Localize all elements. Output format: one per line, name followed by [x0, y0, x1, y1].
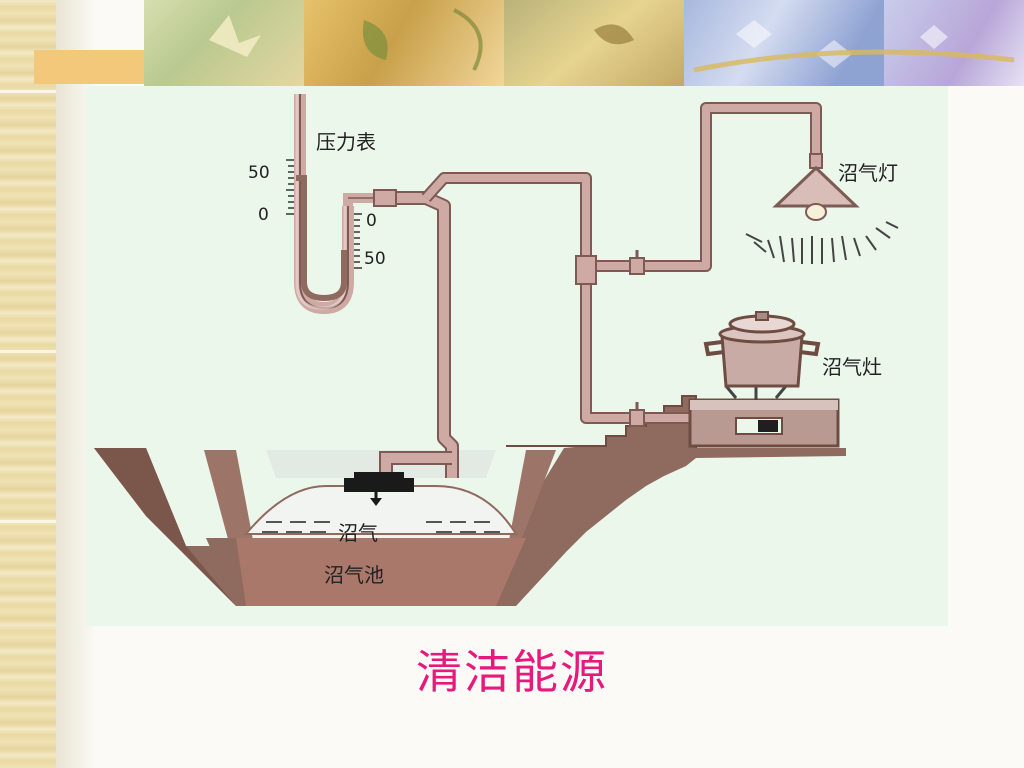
gas-pipes	[379, 102, 822, 478]
gauge-left-0: 0	[258, 205, 269, 225]
biogas-lamp-label: 沼气灯	[838, 161, 898, 185]
pressure-gauge-label: 压力表	[316, 130, 376, 154]
decorative-banner	[34, 0, 1024, 86]
biogas-lamp	[745, 153, 899, 264]
biogas-label: 沼气	[338, 521, 378, 545]
decorative-sidebar	[0, 0, 56, 768]
biogas-pit-label: 沼气池	[324, 563, 384, 587]
leaf-pattern	[209, 8, 1015, 73]
biogas-stove	[688, 311, 840, 448]
caption-title: 清洁能源	[416, 645, 608, 699]
gauge-left-50: 50	[248, 163, 270, 183]
gauge-right-0: 0	[366, 211, 377, 231]
gauge-right-50: 50	[364, 249, 386, 269]
biogas-stove-label: 沼气灶	[822, 355, 882, 379]
biogas-system-diagram: 压力表 沼气灯 沼气灶 沼气 沼气池 50 0 0 50	[86, 86, 948, 626]
pipe-valves	[373, 189, 645, 427]
